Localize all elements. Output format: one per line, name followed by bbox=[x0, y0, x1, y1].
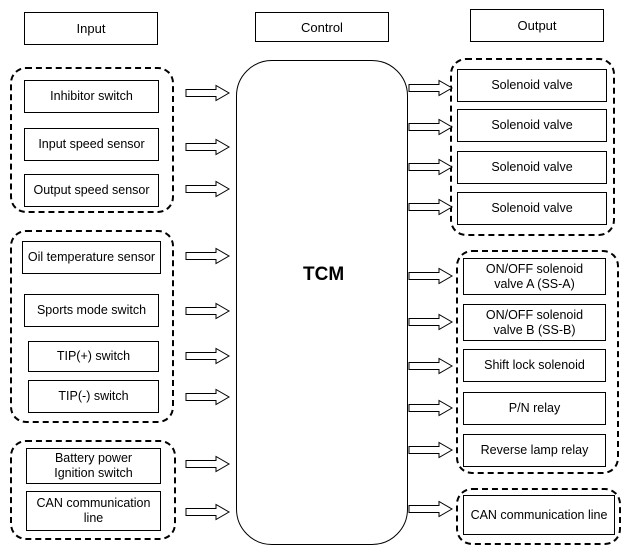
arrow-ssa bbox=[408, 268, 453, 284]
control-header: Control bbox=[255, 12, 389, 42]
arrow-solenoid-4 bbox=[408, 199, 453, 215]
oil-temperature-sensor-box: Oil temperature sensor bbox=[22, 241, 161, 274]
pn-relay-box: P/N relay bbox=[463, 392, 606, 425]
arrow-can-in bbox=[185, 504, 230, 520]
output-group-relays bbox=[456, 250, 619, 474]
arrow-solenoid-2 bbox=[408, 119, 453, 135]
output-header: Output bbox=[470, 9, 604, 42]
output-group-solenoids bbox=[450, 58, 615, 236]
ssb-solenoid-box: ON/OFF solenoid valve B (SS-B) bbox=[463, 304, 606, 341]
arrow-pn-relay bbox=[408, 400, 453, 416]
inhibitor-switch-box: Inhibitor switch bbox=[24, 80, 159, 113]
input-group-power-can bbox=[10, 440, 176, 540]
sports-mode-switch-box: Sports mode switch bbox=[24, 294, 159, 327]
solenoid-valve-3-box: Solenoid valve bbox=[457, 151, 607, 184]
arrow-ssb bbox=[408, 314, 453, 330]
arrow-inhibitor bbox=[185, 85, 230, 101]
solenoid-valve-4-box: Solenoid valve bbox=[457, 192, 607, 225]
arrow-solenoid-3 bbox=[408, 159, 453, 175]
arrow-can-out bbox=[408, 501, 453, 517]
arrow-oil-temp bbox=[185, 248, 230, 264]
ssa-solenoid-box: ON/OFF solenoid valve A (SS-A) bbox=[463, 258, 606, 295]
output-group-can bbox=[456, 488, 621, 545]
arrow-battery bbox=[185, 456, 230, 472]
ssb-label-2: valve B (SS-B) bbox=[493, 322, 576, 337]
shift-lock-solenoid-box: Shift lock solenoid bbox=[463, 349, 606, 382]
battery-ignition-box: Battery power Ignition switch bbox=[26, 448, 161, 484]
reverse-lamp-relay-box: Reverse lamp relay bbox=[463, 434, 606, 467]
input-speed-sensor-box: Input speed sensor bbox=[24, 128, 159, 161]
arrow-input-speed bbox=[185, 139, 230, 155]
tip-minus-switch-box: TIP(-) switch bbox=[28, 380, 159, 413]
ignition-switch-label: Ignition switch bbox=[54, 466, 133, 480]
output-speed-sensor-box: Output speed sensor bbox=[24, 174, 159, 207]
arrow-sports-mode bbox=[185, 303, 230, 319]
input-header: Input bbox=[24, 12, 158, 45]
can-communication-input-label-2: line bbox=[83, 511, 104, 525]
arrow-shift-lock bbox=[408, 358, 453, 374]
arrow-solenoid-1 bbox=[408, 80, 453, 96]
arrow-tip-plus bbox=[185, 348, 230, 364]
ssa-label-1: ON/OFF solenoid bbox=[485, 261, 584, 276]
input-group-sensors bbox=[10, 67, 174, 213]
can-communication-input-label-1: CAN communication bbox=[36, 496, 151, 510]
tip-plus-switch-box: TIP(+) switch bbox=[28, 341, 159, 372]
ssb-label-1: ON/OFF solenoid bbox=[485, 307, 584, 322]
tcm-label: TCM bbox=[303, 264, 345, 285]
arrow-output-speed bbox=[185, 181, 230, 197]
solenoid-valve-1-box: Solenoid valve bbox=[457, 69, 607, 102]
can-communication-input-box: CAN communication line bbox=[26, 491, 161, 531]
can-communication-output-box: CAN communication line bbox=[463, 495, 615, 535]
ssa-label-2: valve A (SS-A) bbox=[494, 276, 575, 291]
battery-power-label: Battery power bbox=[54, 451, 133, 465]
arrow-reverse-lamp bbox=[408, 442, 453, 458]
solenoid-valve-2-box: Solenoid valve bbox=[457, 109, 607, 142]
tcm-block bbox=[236, 60, 408, 545]
arrow-tip-minus bbox=[185, 389, 230, 405]
input-group-switches bbox=[10, 230, 174, 423]
